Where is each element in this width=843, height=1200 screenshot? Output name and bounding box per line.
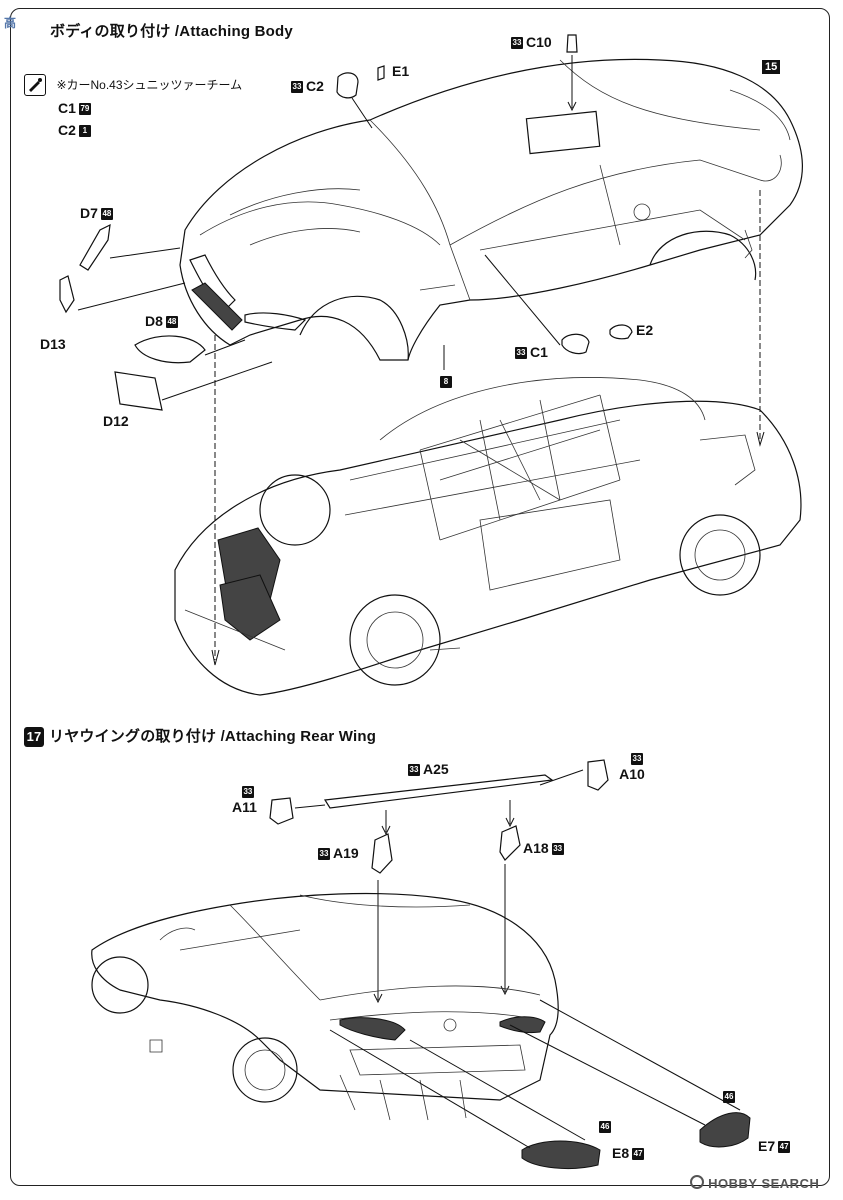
badge-e8-top: 46: [599, 1121, 611, 1134]
badge-e7-top: 46: [723, 1091, 735, 1104]
part-d13: D13: [40, 336, 66, 352]
step17-number: 17: [24, 727, 44, 748]
step17-title-row: 17 リヤウイングの取り付け /Attaching Rear Wing: [24, 725, 377, 748]
watermark-glyph: 高: [4, 16, 17, 30]
logo-ring-icon: [690, 1175, 704, 1189]
wing-parts-step17: [269, 759, 609, 1004]
part-a11: 33 A11: [232, 786, 257, 815]
rear-car-illustration: [91, 892, 559, 1121]
part-a10: 33 A10: [619, 753, 645, 782]
hobby-search-watermark: HOBBY SEARCH: [690, 1175, 819, 1191]
paint-brush-icon: [24, 74, 46, 96]
tire-badge: 8: [437, 373, 455, 391]
small-parts-step16: [59, 34, 633, 411]
team-note: ※カーNo.43シュニッツァーチーム: [56, 78, 243, 93]
next-step-ref: 15: [762, 60, 781, 74]
assembly-arrows-step16: [77, 55, 765, 666]
chassis-illustration: [174, 377, 802, 696]
part-e2: E2: [636, 322, 654, 338]
car-body-illustration: [179, 58, 803, 361]
page-frame: [10, 8, 830, 1186]
step17-title: リヤウイングの取り付け /Attaching Rear Wing: [49, 728, 377, 745]
paint-note: ※カーNo.43シュニッツァーチーム: [24, 74, 242, 96]
step16-title: ボディの取り付け /Attaching Body: [50, 23, 293, 40]
part-e1: E1: [392, 63, 410, 79]
tail-light-parts: [329, 999, 751, 1170]
part-d12: D12: [103, 413, 129, 429]
